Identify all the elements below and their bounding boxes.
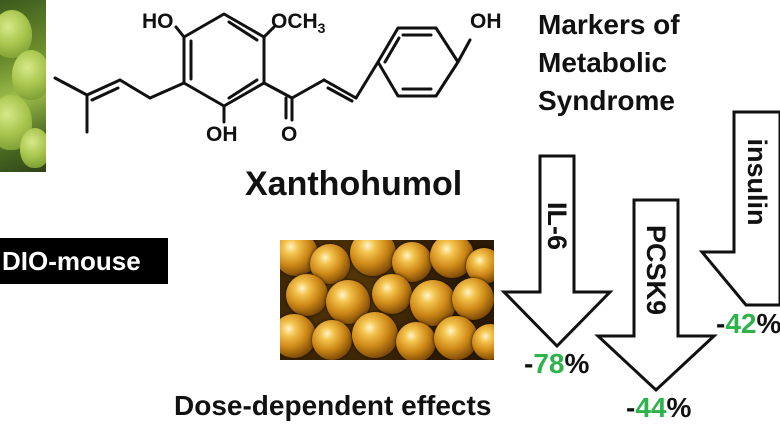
xanthohumol-structure [53,12,472,134]
pct-pcsk9-unit: % [666,392,692,423]
oh-right-label: OH [470,10,502,33]
pct-pcsk9: -44% [626,392,691,424]
markers-title: Markers of Metabolic Syndrome [538,6,680,120]
och3-text: OCH [271,10,318,33]
dio-mouse-label: DIO-mouse [0,238,168,284]
arrow-label-pcsk9: PCSK9 [641,225,671,315]
pct-il6-unit: % [564,348,590,379]
ho-label: HO [142,10,174,33]
pct-insulin-unit: % [756,308,780,339]
arrow-insulin: insulin [698,110,780,307]
pct-insulin: -42% [716,308,780,340]
carbonyl-o-label: O [281,123,298,146]
arrow-label-insulin: insulin [742,139,772,226]
pct-il6-sign: - [524,348,534,379]
pct-insulin-value: 42 [725,308,757,339]
microcapsules-photo [280,240,494,360]
oh-bottom-label: OH [206,123,238,146]
markers-title-line-3: Syndrome [538,85,675,116]
pct-insulin-sign: - [716,308,726,339]
compound-name: Xanthohumol [245,165,463,203]
markers-title-line-1: Markers of [538,9,680,40]
arrow-il6: IL-6 [500,154,614,349]
arrow-label-il6: IL-6 [542,202,572,250]
markers-title-line-2: Metabolic [538,47,668,78]
pct-il6-value: 78 [533,348,565,379]
och3-subscript: 3 [317,20,326,37]
pct-pcsk9-sign: - [626,392,636,423]
pct-il6: -78% [524,348,589,380]
och3-label: OCH3 [271,11,325,35]
arrow-pcsk9: PCSK9 [594,198,718,393]
hops-photo [0,0,46,172]
pct-pcsk9-value: 44 [635,392,667,423]
dose-dependent-caption: Dose-dependent effects [174,390,492,421]
